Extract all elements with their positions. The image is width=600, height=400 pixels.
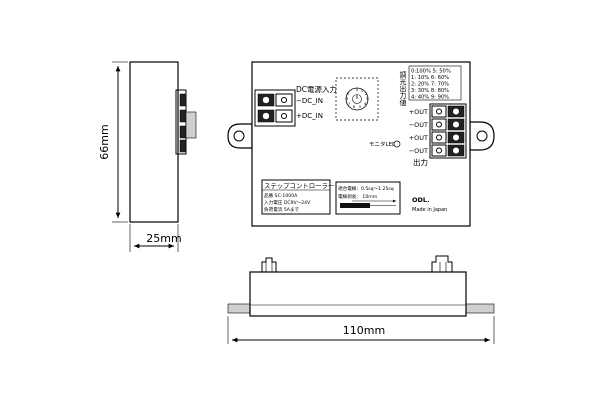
dc-terminal-lever (275, 109, 293, 123)
side-view-mount-tab (185, 111, 197, 139)
dc-terminal-screw (262, 96, 270, 104)
height-dimension-label: 66mm (98, 124, 111, 159)
side-view-terminal (179, 109, 187, 123)
svg-text:3: 3 (366, 97, 368, 101)
left-mounting-hole (233, 130, 245, 142)
svg-text:8: 8 (346, 97, 349, 101)
brand-origin: Made in Japan (412, 207, 447, 213)
product-label-plate (261, 179, 331, 215)
rotary-switch-area (335, 77, 379, 121)
side-view-terminal (179, 93, 187, 107)
dc-input-minus-label: −DC_IN (296, 97, 323, 105)
brightness-row: 2: 20% 7: 70% (411, 82, 449, 88)
svg-text:9: 9 (347, 92, 350, 96)
monitor-led-icon (393, 140, 401, 148)
dc-terminal-lever (275, 93, 293, 107)
output-terminal-label: −OUT (409, 147, 428, 155)
wire-spec-plate (335, 181, 401, 215)
right-mounting-ear (469, 121, 495, 151)
dc-input-plus-label: +DC_IN (296, 112, 323, 120)
width-dimension-label: 110mm (343, 324, 385, 337)
output-terminal-label: +OUT (409, 134, 428, 142)
dc-input-title: DC電源入力 (296, 84, 337, 94)
svg-text:2: 2 (365, 92, 367, 96)
depth-dimension: 25mm (129, 224, 182, 252)
brightness-table-rows: 0:100% 5: 50% 1: 10% 6: 60% 2: 20% 7: 70… (411, 69, 451, 101)
svg-text:4: 4 (364, 102, 367, 106)
output-terminal-label: +OUT (409, 108, 428, 116)
svg-text:5: 5 (359, 105, 361, 109)
monitor-led-label: モニタLED (369, 140, 396, 148)
side-view (129, 61, 197, 223)
output-terminal-label: −OUT (409, 121, 428, 129)
output-terminal-block (429, 103, 467, 159)
output-terminal-labels: +OUT −OUT +OUT −OUT (409, 108, 428, 155)
output-terminals (431, 105, 465, 157)
brightness-table (408, 65, 462, 101)
depth-dimension-label: 25mm (146, 232, 181, 245)
dc-input-terminal-block (254, 89, 296, 127)
front-view-body (249, 271, 467, 317)
side-view-body (129, 61, 179, 223)
product-label-row: 入力電圧 DC9V〜24V (264, 199, 311, 206)
height-dimension: 66mm (98, 61, 128, 223)
svg-text:調光出力値: 調光出力値 (399, 70, 407, 107)
right-mounting-hole (476, 130, 488, 142)
width-dimension: 110mm (227, 316, 495, 344)
svg-text:0: 0 (356, 88, 359, 92)
left-mounting-ear (227, 123, 253, 149)
front-view-terminal-left (261, 257, 277, 272)
brightness-row: 3: 30% 8: 80% (411, 88, 449, 94)
brightness-row: 0:100% 5: 50% (411, 69, 451, 75)
product-label-title: ステップコントローラー (264, 182, 334, 190)
dc-terminal-hole (281, 97, 287, 103)
brand-logo: ODL. (412, 196, 430, 204)
output-label: 出力 (413, 157, 428, 167)
product-label-row: 品番 SC-1000A (264, 192, 298, 199)
front-view-terminal-right (431, 255, 453, 272)
brightness-title: 調光出力値 (399, 70, 407, 107)
svg-text:7: 7 (348, 102, 350, 106)
svg-text:1: 1 (361, 89, 363, 93)
brightness-row: 4: 40% 9: 90% (411, 95, 449, 101)
wire-spec-row: 適合電線：0.5sq〜1.25sq (338, 185, 394, 192)
product-label-row: 負荷電流 5Aまで (264, 206, 299, 213)
svg-text:6: 6 (353, 105, 356, 109)
product-label-rows: 品番 SC-1000A 入力電圧 DC9V〜24V 負荷電流 5Aまで (264, 192, 311, 213)
strip-length-gauge (340, 203, 370, 208)
wire-spec-rows: 適合電線：0.5sq〜1.25sq 電線剥長： 10mm (338, 185, 394, 200)
side-view-terminal (179, 125, 187, 139)
brightness-row: 1: 10% 6: 60% (411, 75, 449, 81)
dc-terminal-hole (281, 113, 287, 119)
side-view-terminal (179, 139, 187, 153)
front-view (227, 255, 495, 317)
wire-spec-row: 電線剥長： 10mm (338, 193, 378, 200)
dc-terminal-screw (262, 112, 270, 120)
